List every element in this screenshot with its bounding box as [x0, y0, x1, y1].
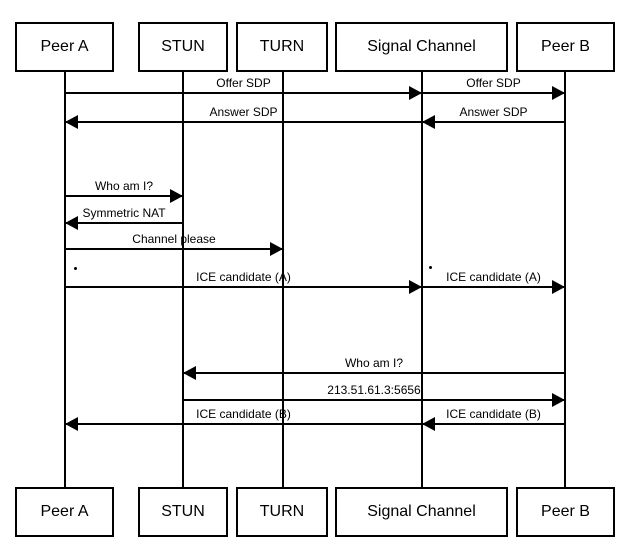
- message-line-6: [65, 248, 283, 250]
- message-label-6: Channel please: [132, 232, 216, 246]
- message-arrowhead-11: [422, 417, 435, 431]
- message-arrowhead-0: [409, 86, 422, 100]
- actor-box-peer-a-top: Peer A: [15, 22, 114, 72]
- message-label-2: Answer SDP: [459, 105, 528, 119]
- message-label-4: Who am I?: [94, 179, 154, 193]
- message-line-1: [422, 92, 565, 94]
- message-line-9: [183, 372, 565, 374]
- actor-box-signal-channel-bottom: Signal Channel: [335, 487, 508, 537]
- actor-label: TURN: [259, 38, 305, 55]
- actor-label: Peer B: [541, 38, 590, 55]
- message-line-4: [65, 195, 183, 197]
- message-label-12: ICE candidate (B): [196, 407, 291, 421]
- message-arrowhead-6: [270, 242, 283, 256]
- message-line-12: [65, 423, 422, 425]
- actor-box-peer-a-bottom: Peer A: [15, 487, 114, 537]
- actor-label: Peer B: [541, 503, 590, 520]
- message-line-8: [422, 286, 565, 288]
- message-label-10: 213.51.61.3:5656: [327, 383, 421, 397]
- actor-label: Peer A: [40, 38, 89, 55]
- actor-box-stun-top: STUN: [138, 22, 228, 72]
- actor-box-peer-b-bottom: Peer B: [516, 487, 615, 537]
- actor-box-turn-top: TURN: [236, 22, 328, 72]
- lifeline-signal-channel: [421, 72, 423, 487]
- message-arrowhead-3: [65, 115, 78, 129]
- message-arrowhead-12: [65, 417, 78, 431]
- message-arrowhead-9: [183, 366, 196, 380]
- actor-label: Signal Channel: [367, 503, 476, 520]
- actor-box-peer-b-top: Peer B: [516, 22, 615, 72]
- message-label-3: Answer SDP: [209, 105, 278, 119]
- message-arrowhead-10: [552, 393, 565, 407]
- message-arrowhead-5: [65, 216, 78, 230]
- actor-box-turn-bottom: TURN: [236, 487, 328, 537]
- note-dot-1: [429, 266, 432, 269]
- message-label-8: ICE candidate (A): [446, 270, 541, 284]
- message-arrowhead-1: [552, 86, 565, 100]
- lifeline-stun: [182, 72, 184, 487]
- actor-label: STUN: [161, 503, 205, 520]
- lifeline-peer-a: [64, 72, 66, 487]
- message-line-0: [65, 92, 422, 94]
- message-arrowhead-7: [409, 280, 422, 294]
- message-label-11: ICE candidate (B): [446, 407, 541, 421]
- message-line-7: [65, 286, 422, 288]
- actor-box-signal-channel-top: Signal Channel: [335, 22, 508, 72]
- message-line-3: [65, 121, 422, 123]
- actor-box-stun-bottom: STUN: [138, 487, 228, 537]
- message-line-11: [422, 423, 565, 425]
- message-label-9: Who am I?: [344, 356, 404, 370]
- message-label-5: Symmetric NAT: [82, 206, 166, 220]
- note-dot-0: [74, 267, 77, 270]
- actor-label: STUN: [161, 38, 205, 55]
- message-label-1: Offer SDP: [466, 76, 521, 90]
- lifeline-peer-b: [564, 72, 566, 487]
- actor-label: Peer A: [40, 503, 89, 520]
- message-line-2: [422, 121, 565, 123]
- message-line-10: [183, 399, 565, 401]
- message-label-0: Offer SDP: [216, 76, 271, 90]
- message-line-5: [65, 222, 183, 224]
- message-arrowhead-4: [170, 189, 183, 203]
- message-arrowhead-8: [552, 280, 565, 294]
- message-arrowhead-2: [422, 115, 435, 129]
- actor-label: TURN: [259, 503, 305, 520]
- message-label-7: ICE candidate (A): [196, 270, 291, 284]
- lifeline-turn: [282, 72, 284, 487]
- actor-label: Signal Channel: [367, 38, 476, 55]
